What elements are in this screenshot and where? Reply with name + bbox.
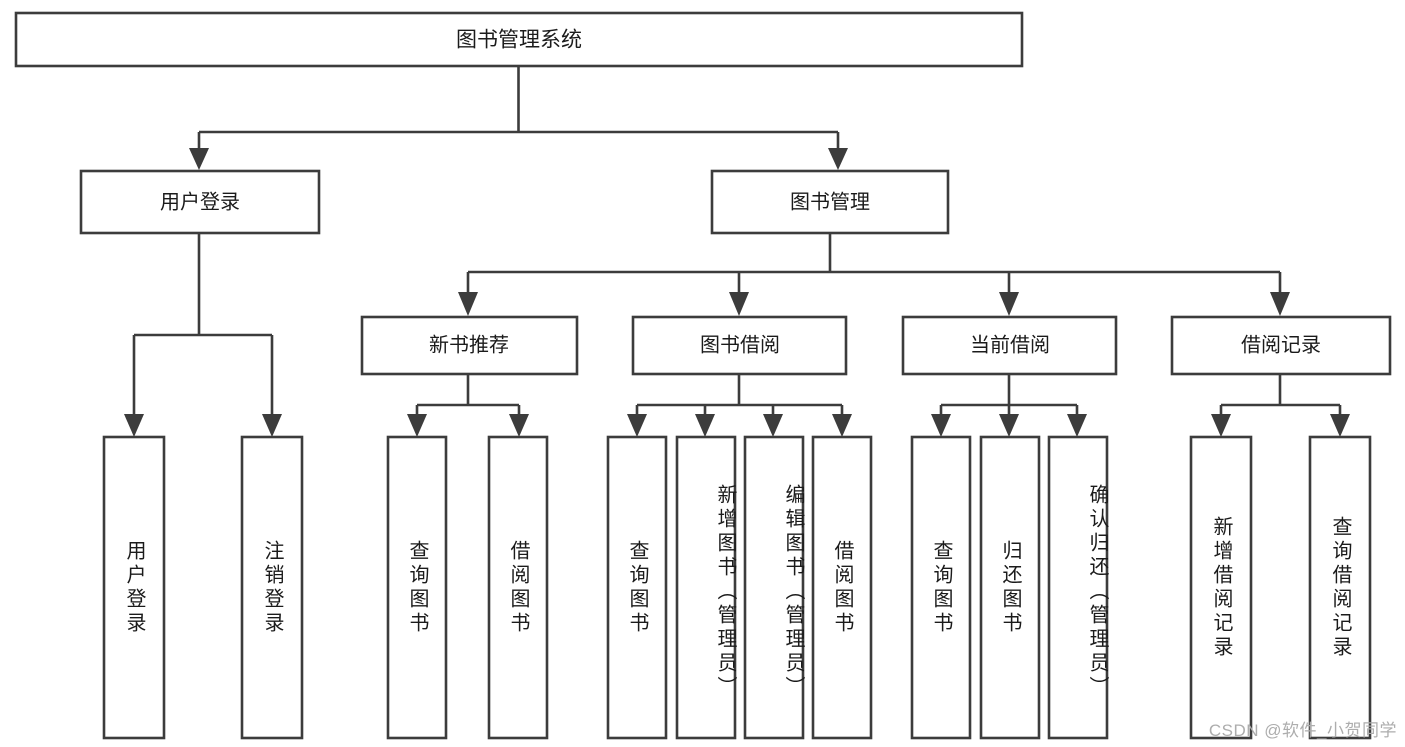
- leaf-node-query-borrow-record[interactable]: [1308, 435, 1372, 740]
- node-book-management-label: 图书管理: [790, 190, 870, 213]
- node-current-borrow-label: 当前借阅: [970, 333, 1050, 356]
- leaf-node-borrow-book-2[interactable]: [811, 435, 873, 740]
- node-user-login[interactable]: 用户登录: [79, 169, 321, 235]
- leaf-node-add-borrow-record[interactable]: [1189, 435, 1253, 740]
- leaf-node-borrow-book-1[interactable]: [487, 435, 549, 740]
- connector-current-borrow-to-leaves: [931, 374, 1087, 437]
- node-book-management[interactable]: 图书管理: [710, 169, 950, 235]
- watermark-text: CSDN @软件_小贺同学: [1208, 721, 1397, 740]
- node-user-login-label: 用户登录: [160, 190, 240, 213]
- leaf-node-query-book-3[interactable]: [910, 435, 972, 740]
- leaf-node-logout-login[interactable]: [240, 435, 304, 740]
- node-new-book-recommend-label: 新书推荐: [429, 333, 509, 356]
- connector-root-to-level1: [189, 66, 848, 170]
- leaf-node-edit-book-admin[interactable]: [743, 435, 805, 740]
- connector-new-book-to-leaves: [407, 374, 529, 437]
- node-book-borrow-label: 图书借阅: [700, 333, 780, 356]
- connector-book-mgmt-to-level2: [458, 233, 1290, 316]
- leaf-node-add-book-admin[interactable]: [675, 435, 737, 740]
- connector-borrow-record-to-leaves: [1211, 374, 1350, 437]
- node-new-book-recommend[interactable]: 新书推荐: [360, 315, 579, 376]
- leaf-node-query-book-1[interactable]: [386, 435, 448, 740]
- connector-borrow-to-leaves: [627, 374, 852, 437]
- node-root-label: 图书管理系统: [456, 29, 582, 52]
- leaf-node-query-book-2[interactable]: [606, 435, 668, 740]
- node-borrow-record[interactable]: 借阅记录: [1170, 315, 1392, 376]
- leaf-node-user-login[interactable]: [102, 435, 166, 740]
- leaf-node-return-book[interactable]: [979, 435, 1041, 740]
- node-root-system[interactable]: 图书管理系统: [14, 11, 1024, 68]
- node-borrow-record-label: 借阅记录: [1241, 333, 1321, 356]
- node-current-borrow[interactable]: 当前借阅: [901, 315, 1118, 376]
- connector-user-login-to-leaves: [124, 233, 282, 437]
- node-book-borrow[interactable]: 图书借阅: [631, 315, 848, 376]
- leaf-node-confirm-return-admin[interactable]: [1047, 435, 1109, 740]
